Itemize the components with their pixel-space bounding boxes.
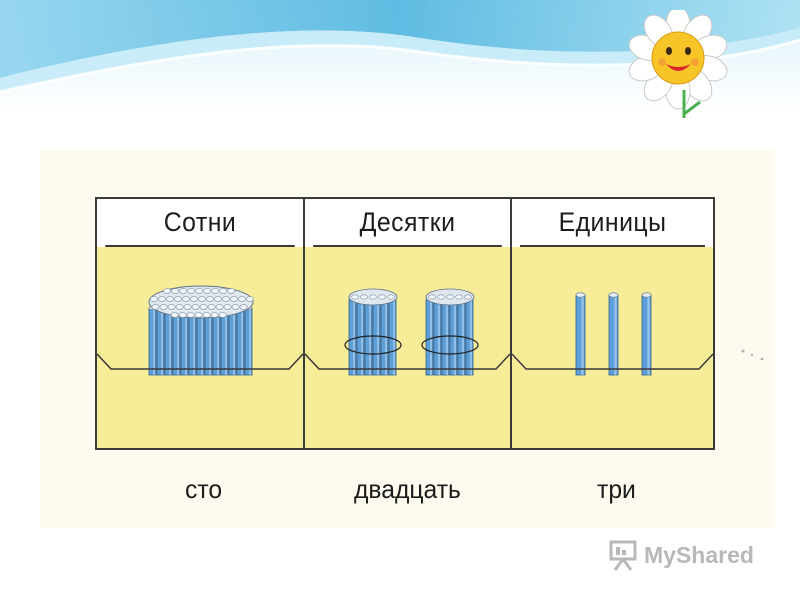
hundred-bundle-illustration — [97, 285, 303, 376]
single-sticks — [575, 292, 652, 376]
ones-pocket — [512, 247, 713, 448]
stick — [388, 296, 397, 376]
tens-pocket — [305, 247, 510, 448]
ten-bundle — [421, 288, 479, 376]
stick — [348, 296, 357, 376]
place-value-table: Сотни Десятки Единицы — [95, 197, 715, 450]
myshared-watermark: MyShared — [608, 538, 754, 572]
ten-bundle — [344, 288, 402, 376]
ten-sticks-bundles — [344, 288, 479, 376]
stick — [148, 305, 157, 376]
ones-column: Единицы — [510, 199, 713, 448]
word-tens: двадцать — [354, 474, 461, 504]
scan-specks — [741, 349, 764, 361]
stick — [228, 305, 237, 376]
stick — [156, 305, 165, 376]
smiling-flower-icon — [628, 10, 728, 118]
tens-bundles-illustration — [305, 288, 510, 376]
myshared-logo-icon — [609, 540, 637, 571]
rubber-band — [421, 335, 479, 355]
column-header-hundreds: Сотни — [105, 199, 295, 247]
hundreds-pocket — [97, 247, 303, 448]
stick — [608, 292, 619, 376]
hundred-sticks-bundle — [148, 285, 254, 376]
stick — [244, 305, 253, 376]
stick — [425, 296, 434, 376]
stick — [164, 305, 173, 376]
word-ones: три — [597, 474, 636, 504]
column-header-ones: Единицы — [520, 199, 705, 247]
rubber-band — [344, 335, 402, 355]
watermark-text: MyShared — [644, 541, 754, 568]
ones-sticks-illustration — [512, 292, 713, 376]
stick — [236, 305, 245, 376]
stick — [465, 296, 474, 376]
tens-column: Десятки — [303, 199, 510, 448]
hundreds-column: Сотни — [97, 199, 303, 448]
word-hundreds: сто — [185, 474, 223, 504]
stick — [575, 292, 586, 376]
stick — [641, 292, 652, 376]
column-header-tens: Десятки — [313, 199, 502, 247]
